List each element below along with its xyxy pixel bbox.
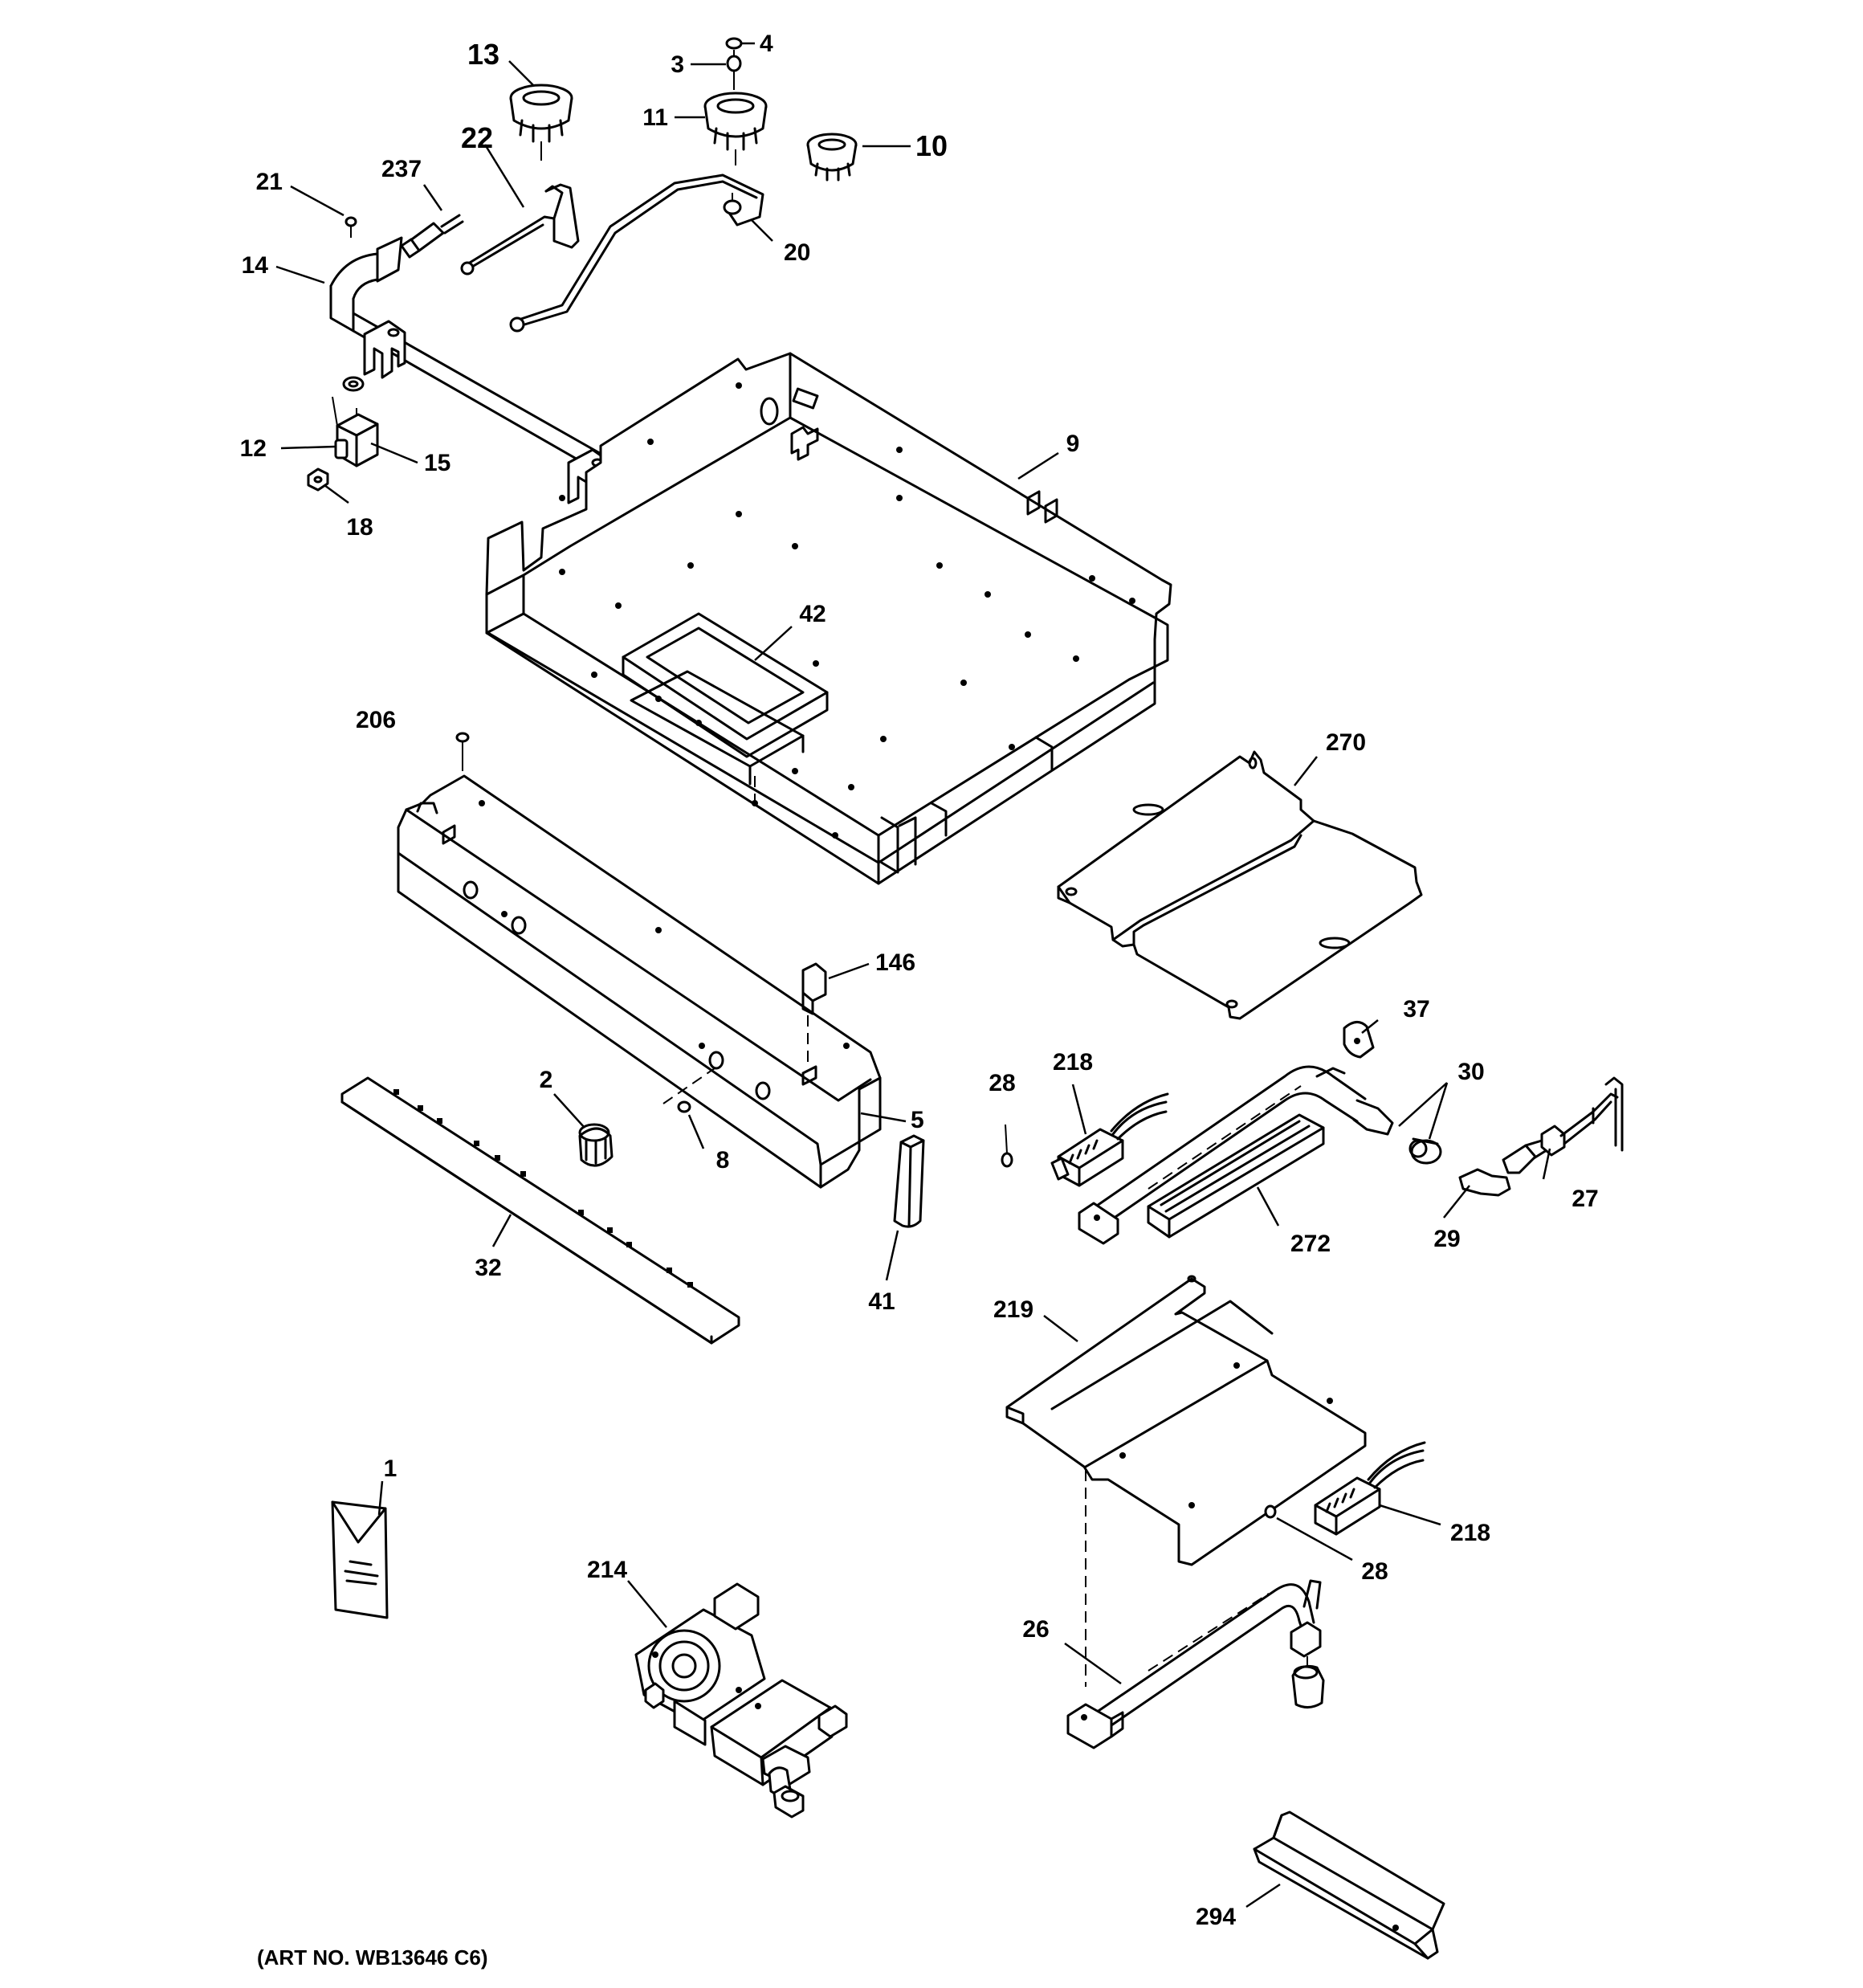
callout-labels: 13 4 3 11 10 22 20 21 237 14 12 15 18 9 … [240,31,1599,1930]
art-number: (ART NO. WB13646 C6) [257,1945,488,1970]
callout-270: 270 [1326,729,1366,756]
part-218-igniter[interactable] [1050,1092,1169,1187]
part-10-burner-head[interactable] [806,133,858,182]
callout-12: 12 [240,435,267,462]
part-146-bracket[interactable] [801,962,827,1063]
callout-26: 26 [1022,1616,1049,1643]
callout-18: 18 [346,514,373,541]
part-26-broil-burner[interactable] [1066,1579,1325,1749]
callout-21: 21 [256,169,283,195]
part-27-gas-tube[interactable] [1540,1076,1624,1157]
callout-27: 27 [1572,1186,1598,1212]
callout-41: 41 [868,1288,895,1315]
part-4-screw[interactable] [725,37,743,50]
callout-9: 9 [1066,431,1080,457]
part-214-gas-valve[interactable] [634,1582,848,1819]
part-42-bracket[interactable] [622,612,829,786]
callout-5: 5 [911,1107,924,1133]
callout-2: 2 [540,1067,553,1093]
part-21-screw[interactable] [344,216,357,238]
part-5-control-panel[interactable] [397,774,882,1189]
callout-14: 14 [242,252,269,279]
callout-218-lower: 218 [1450,1520,1490,1546]
part-22-gas-tube[interactable] [460,183,580,276]
callout-10: 10 [915,129,948,162]
part-270-burner-shield[interactable] [1057,750,1423,1020]
callout-22: 22 [461,121,493,154]
leader-lines [275,42,1551,1908]
callout-294: 294 [1196,1904,1236,1930]
part-1-literature-packet[interactable] [331,1500,389,1619]
part-30-oven-burner[interactable] [1078,1065,1394,1245]
part-8-screw[interactable] [677,1100,691,1113]
callout-11: 11 [642,104,668,131]
callout-13: 13 [467,38,499,71]
callout-1: 1 [384,1455,397,1482]
callout-15: 15 [424,450,450,476]
part-12-valve-screw[interactable] [334,439,349,459]
callout-214: 214 [587,1557,627,1583]
part-11-burner-head[interactable] [703,92,768,165]
callout-272: 272 [1290,1231,1331,1257]
part-32-trim-strip[interactable] [340,1076,740,1345]
part-294-bracket[interactable] [1253,1810,1445,1960]
part-3-cap[interactable] [726,50,742,90]
callout-20: 20 [784,239,810,266]
callout-3: 3 [671,51,684,78]
callout-37: 37 [1403,996,1429,1023]
part-30-shutter[interactable] [1408,1137,1442,1165]
callout-146: 146 [875,949,915,976]
callout-219: 219 [993,1296,1033,1323]
callout-28-lower: 28 [1361,1558,1388,1585]
part-13-burner-head[interactable] [509,84,573,161]
callout-28: 28 [989,1070,1015,1096]
callout-218: 218 [1053,1049,1093,1076]
callout-30: 30 [1457,1059,1484,1085]
part-219-broil-shield[interactable] [1005,1275,1367,1687]
part-9-burner-box[interactable] [485,352,1172,885]
part-2-control-knob[interactable] [578,1123,614,1167]
part-28-screw-2[interactable] [1264,1504,1277,1519]
callout-206: 206 [356,707,396,733]
part-237-orifice-fitting[interactable] [400,214,464,259]
callout-29: 29 [1433,1226,1460,1252]
callout-4: 4 [760,31,773,57]
part-20-gas-tube[interactable] [509,173,764,333]
part-218-igniter-2[interactable] [1314,1441,1426,1536]
callout-42: 42 [799,601,826,627]
part-206-screw[interactable] [455,732,470,776]
part-28-screw[interactable] [1001,1124,1013,1168]
callout-237: 237 [381,156,422,182]
part-272-burner-baffle[interactable] [1147,1113,1325,1239]
callout-8: 8 [716,1147,730,1174]
part-41-end-trim[interactable] [893,1134,925,1228]
part-18-nut[interactable] [307,467,329,492]
part-29-elbow-fitting[interactable] [1458,1139,1548,1197]
callout-32: 32 [475,1255,501,1281]
